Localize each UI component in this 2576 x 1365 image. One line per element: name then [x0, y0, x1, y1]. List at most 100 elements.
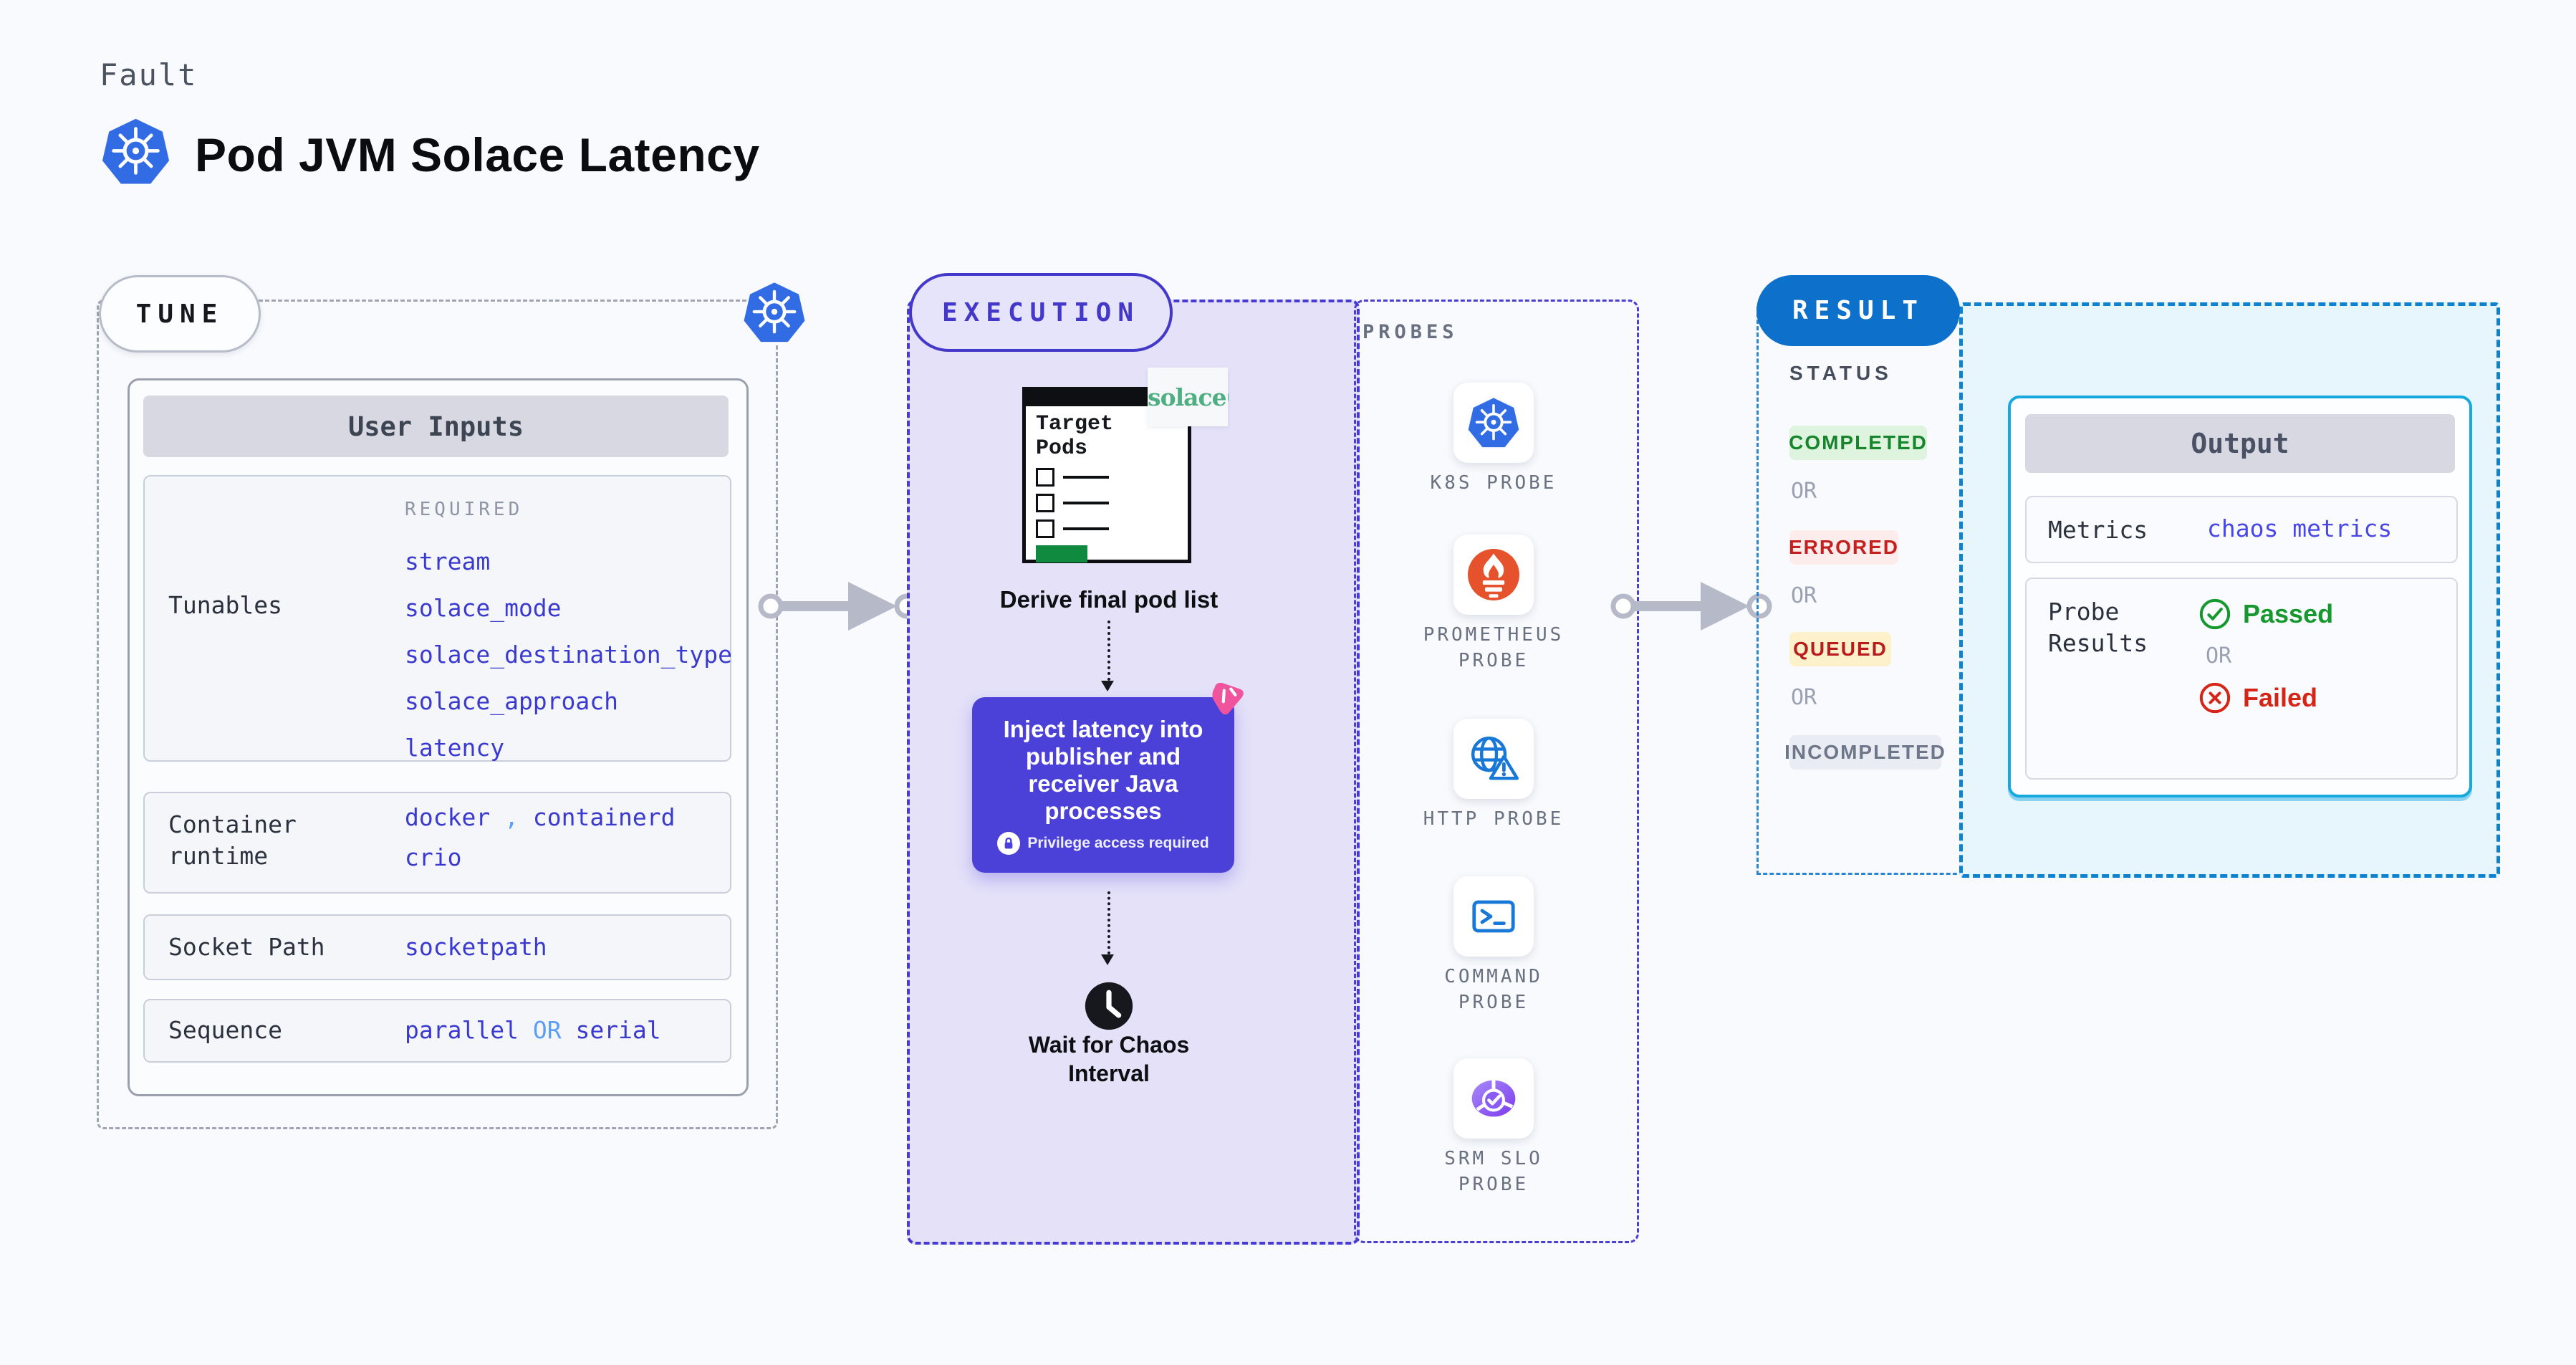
failed-text: Failed: [2243, 683, 2318, 712]
or-separator: OR: [1791, 685, 1817, 710]
status-badge-incompleted: INCOMPLETED: [1784, 735, 1945, 770]
output-card: Output Metrics chaos metrics Probe Resul…: [2008, 396, 2472, 798]
globe-warning-icon: [1471, 737, 1519, 780]
execution-badge: EXECUTION: [909, 273, 1173, 352]
tunable-value: solace_approach: [405, 687, 619, 715]
probe-card-http: [1453, 719, 1534, 799]
page-title: Pod JVM Solace Latency: [195, 128, 760, 181]
probe-result-passed: Passed: [2198, 598, 2333, 631]
x-circle-icon: [2199, 682, 2231, 714]
terminal-icon: [1472, 900, 1515, 933]
kubernetes-icon: [99, 115, 173, 188]
probe-name-http: HTTP PROBE: [1423, 808, 1565, 830]
privilege-note-text: Privilege access required: [1027, 834, 1209, 851]
status-label: STATUS: [1789, 362, 1893, 384]
pod-select-button: [1036, 545, 1087, 562]
probe-result-failed: Failed: [2198, 681, 2333, 714]
runtime-docker: docker: [405, 803, 491, 831]
or-separator: OR: [2206, 643, 2232, 669]
tunable-value: solace_mode: [405, 594, 562, 622]
checkbox-icon: [1036, 519, 1054, 538]
result-status-region: [1756, 307, 1964, 875]
sequence-or: OR: [532, 1016, 562, 1044]
output-header: Output: [2025, 414, 2455, 473]
tunables-row: Tunables REQUIRED stream solace_mode sol…: [143, 475, 732, 762]
check-circle-icon: [2199, 598, 2231, 630]
target-pods-title: Target Pods: [1036, 412, 1114, 461]
status-badge-completed: COMPLETED: [1789, 426, 1927, 460]
checkbox-icon: [1036, 494, 1054, 512]
flow-arrow-probes-to-result: [1609, 572, 1774, 641]
container-runtime-values: docker , containerd crio: [405, 798, 676, 878]
runtime-separator: ,: [504, 803, 519, 831]
pod-list-item: [1036, 494, 1178, 512]
probe-results-row: Probe Results Passed OR Faile: [2025, 578, 2458, 780]
derive-pod-list-step: Derive final pod list: [999, 586, 1219, 613]
probes-label: PROBES: [1363, 321, 1458, 343]
pod-list-item: [1036, 468, 1178, 487]
flow-connector: [1107, 891, 1110, 954]
socket-path-label: Socket Path: [168, 933, 325, 961]
fault-eyebrow: Fault: [100, 57, 198, 92]
tune-region: [97, 300, 778, 1129]
wait-chaos-interval-step: Wait for Chaos Interval: [1028, 1032, 1190, 1086]
user-inputs-header: User Inputs: [143, 396, 729, 457]
or-separator: OR: [1791, 479, 1817, 504]
probe-name-command: COMMAND PROBE: [1444, 966, 1543, 1013]
probe-name-prometheus: PROMETHEUS PROBE: [1423, 624, 1565, 671]
tunables-label: Tunables: [168, 591, 282, 619]
probe-card-prometheus: [1453, 535, 1534, 615]
sequence-serial: serial: [575, 1016, 661, 1044]
probe-name-k8s: K8S PROBE: [1430, 472, 1557, 494]
probe-card-k8s: [1453, 383, 1534, 463]
chaos-pink-icon: [1212, 682, 1244, 715]
solace-logo: solace: [1148, 368, 1228, 426]
metrics-label: Metrics: [2048, 516, 2148, 544]
probe-results-label: Probe Results: [2048, 598, 2148, 657]
probes-region: [1354, 300, 1639, 1243]
flow-connector: [1107, 621, 1110, 681]
arrow-down-icon: [1101, 681, 1114, 691]
metrics-row: Metrics chaos metrics: [2025, 496, 2458, 563]
tunable-value: solace_destination_type: [405, 641, 732, 669]
sequence-value: parallel OR serial: [405, 1015, 661, 1046]
tune-badge: TUNE: [99, 275, 261, 353]
tunable-value: stream: [405, 547, 491, 575]
runtime-crio: crio: [405, 843, 462, 871]
container-runtime-label: Container runtime: [168, 810, 297, 870]
pod-line: [1063, 476, 1109, 479]
pod-line: [1063, 502, 1109, 504]
status-badge-errored: ERRORED: [1789, 530, 1898, 565]
tunable-value: latency: [405, 734, 505, 762]
container-runtime-line1: docker , containerd: [405, 798, 676, 838]
pod-line: [1063, 527, 1109, 530]
solace-logo-text: solace: [1148, 383, 1227, 411]
arrow-down-icon: [1101, 954, 1114, 965]
socket-path-row: Socket Path socketpath: [143, 914, 731, 980]
runtime-containerd: containerd: [532, 803, 676, 831]
probe-card-srm-slo: [1453, 1058, 1534, 1139]
tunables-values: REQUIRED stream solace_mode solace_desti…: [405, 497, 732, 771]
probe-card-command: [1453, 876, 1534, 957]
target-pods-titlebar: [1026, 391, 1188, 406]
or-separator: OR: [1791, 583, 1817, 608]
sequence-parallel: parallel: [405, 1016, 519, 1044]
required-label: REQUIRED: [405, 499, 524, 520]
lock-icon: [997, 831, 1021, 855]
kubernetes-icon: [741, 278, 808, 347]
prometheus-icon: [1468, 549, 1519, 600]
container-runtime-row: Container runtime docker , containerd cr…: [143, 792, 731, 894]
flow-arrow-tune-to-execution: [756, 572, 921, 641]
status-badge-queued: QUEUED: [1789, 632, 1891, 666]
checkbox-icon: [1036, 468, 1054, 487]
sequence-row: Sequence parallel OR serial: [143, 999, 731, 1063]
pie-check-icon: [1471, 1078, 1516, 1117]
probe-name-srm-slo: SRM SLO PROBE: [1444, 1148, 1543, 1195]
privilege-note: Privilege access required: [997, 831, 1209, 855]
inject-latency-text: Inject latency into publisher and receiv…: [1003, 715, 1203, 824]
sequence-label: Sequence: [168, 1016, 282, 1044]
socket-path-value: socketpath: [405, 933, 547, 961]
pod-list-item: [1036, 519, 1178, 538]
inject-latency-step: Inject latency into publisher and receiv…: [972, 697, 1234, 873]
